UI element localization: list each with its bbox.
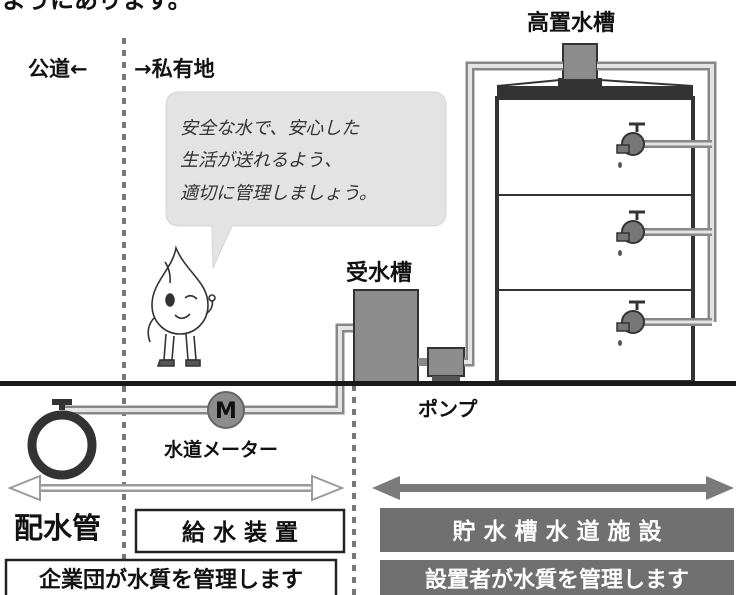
- ground-line: [0, 381, 736, 386]
- top-fragment: ようにあります。: [2, 0, 192, 14]
- pump-label: ポンプ: [418, 397, 478, 421]
- distribution-main-icon: [27, 410, 97, 480]
- speech-line-1: 安全な水で、安心した: [180, 118, 360, 139]
- supply-device-box: [134, 508, 346, 554]
- supply-pipe: [52, 323, 362, 415]
- supply-device-label: 給 水 装 置: [182, 519, 298, 546]
- building-pipes: [464, 61, 717, 367]
- speech-line-2: 生活が送れるよう、: [180, 150, 342, 171]
- meter-symbol: M: [215, 399, 237, 424]
- building: [495, 79, 695, 384]
- right-management-label: 設置者が水質を管理します: [425, 567, 689, 593]
- storage-range-arrow: [372, 476, 734, 500]
- faucet-icon: [616, 122, 645, 168]
- receiving-tank: [353, 289, 419, 383]
- distribution-main-label: 配水管: [14, 511, 101, 545]
- left-management-box: [4, 558, 338, 595]
- speech-line-3: 適切に管理しましょう。: [180, 183, 377, 204]
- pump-icon: [418, 347, 465, 382]
- left-management-label: 企業団が水質を管理します: [38, 567, 303, 593]
- faucet-icon: [616, 300, 645, 346]
- faucet-icon: [616, 210, 645, 256]
- public-road-label: 公道←: [28, 57, 88, 81]
- storage-facility-label: 貯 水 槽 水 道 施 設: [452, 518, 662, 545]
- supply-range-arrow: [7, 474, 345, 502]
- private-land-label: →私有地: [134, 57, 215, 81]
- speech-bubble: 安全な水で、安心した 生活が送れるよう、 適切に管理しましょう。: [165, 91, 447, 269]
- receiving-tank-label: 受水槽: [346, 260, 412, 286]
- storage-facility-box: [380, 508, 734, 552]
- elevated-tank: [558, 43, 602, 88]
- water-drop-mascot-icon: [147, 245, 216, 367]
- water-meter-icon: M: [207, 391, 245, 429]
- right-management-box: [380, 560, 734, 595]
- meter-label: 水道メーター: [164, 438, 278, 461]
- elevated-tank-label: 高置水槽: [527, 10, 615, 36]
